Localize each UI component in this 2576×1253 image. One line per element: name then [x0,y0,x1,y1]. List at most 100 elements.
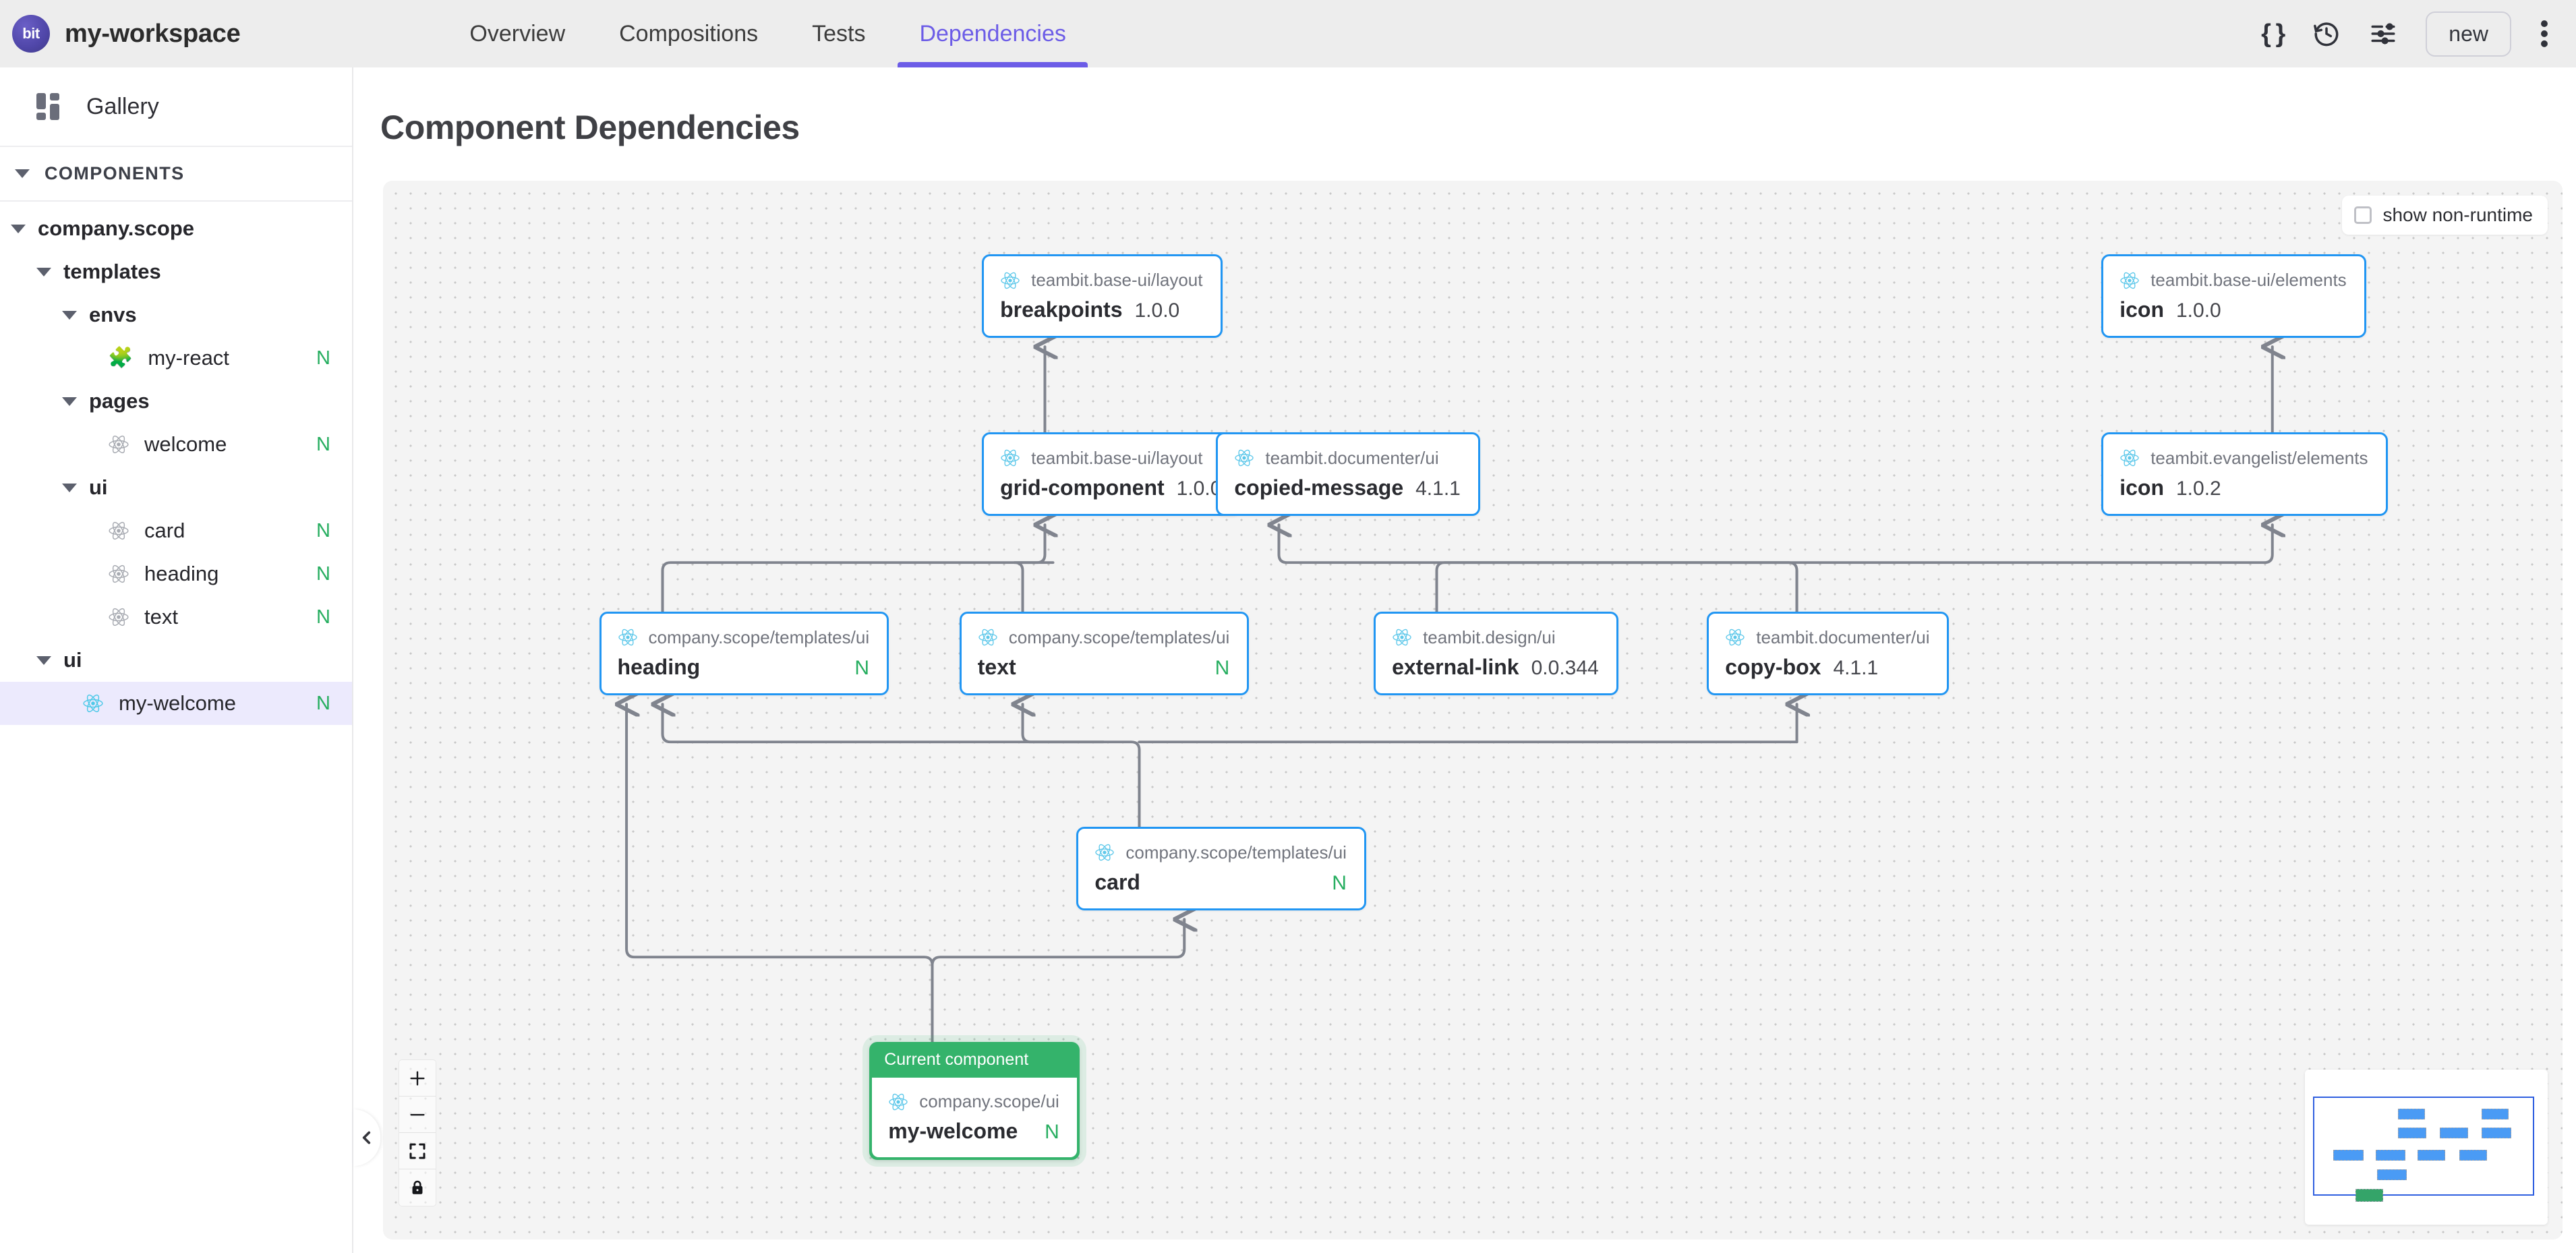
node-name: heading [618,655,701,680]
react-icon [1725,627,1745,647]
node-scope: teambit.design/ui [1423,627,1556,648]
node-scope: teambit.evangelist/elements [2150,448,2368,469]
status-badge: N [316,434,330,456]
node-name: icon [2119,475,2164,500]
graph-node-grid-component[interactable]: teambit.base-ui/layoutgrid-component1.0.… [982,432,1241,516]
sidebar-item-ui[interactable]: ui [0,466,352,509]
graph-node-copied-message[interactable]: teambit.documenter/uicopied-message4.1.1 [1216,432,1480,516]
tab-compositions[interactable]: Compositions [592,0,785,67]
puzzle-icon: 🧩 [108,348,133,368]
node-header: Current component [869,1042,1080,1078]
minimap-node [2482,1128,2511,1138]
node-version: 4.1.1 [1833,657,1878,680]
new-button[interactable]: new [2426,11,2511,57]
react-icon [2119,448,2140,468]
code-braces-glyph: { } [2261,20,2284,49]
graph-node-my-welcome[interactable]: Current componentcompany.scope/uimy-welc… [869,1042,1080,1160]
sidebar-item-ui[interactable]: ui [0,639,352,682]
main-content: Component Dependencies teambit.base-ui/l… [353,67,2576,1253]
sidebar: Gallery COMPONENTS company.scope template… [0,67,353,1253]
sidebar-item-label: welcome [144,432,227,457]
sidebar-item-label: heading [144,562,218,586]
sidebar-item-gallery[interactable]: Gallery [0,67,352,147]
show-non-runtime-toggle[interactable]: show non-runtime [2342,196,2548,235]
graph-node-card[interactable]: company.scope/templates/uicardN [1076,827,1366,910]
kebab-menu-icon[interactable] [2540,20,2549,48]
sidebar-item-welcome[interactable]: welcome N [0,423,352,466]
components-section-header[interactable]: COMPONENTS [0,147,352,202]
tab-overview[interactable]: Overview [442,0,592,67]
sidebar-item-heading[interactable]: headingN [0,552,352,595]
graph-minimap[interactable] [2305,1070,2548,1225]
react-icon [1392,627,1412,647]
minimap-node [2333,1150,2364,1161]
node-scope: teambit.base-ui/elements [2150,270,2346,291]
fit-view-button[interactable] [399,1133,436,1169]
node-scope: teambit.base-ui/layout [1031,270,1202,291]
minimap-node [2355,1189,2383,1202]
graph-node-external-link[interactable]: teambit.design/uiexternal-link0.0.344 [1374,612,1618,695]
react-icon [108,434,129,455]
graph-node-icon100[interactable]: teambit.base-ui/elementsicon1.0.0 [2101,254,2366,338]
chevron-down-icon[interactable] [11,225,26,233]
minimap-node [2440,1128,2468,1138]
react-icon [978,627,998,647]
sidebar-item-my-welcome[interactable]: my-welcomeN [0,682,352,725]
sidebar-item-pages[interactable]: pages [0,380,352,423]
sidebar-item-envs[interactable]: envs [0,293,352,337]
graph-node-breakpoints[interactable]: teambit.base-ui/layoutbreakpoints1.0.0 [982,254,1222,338]
history-clock-icon[interactable] [2312,20,2341,48]
node-version: 1.0.0 [1135,299,1180,322]
sidebar-item-label: templates [63,260,161,284]
graph-node-copy-box[interactable]: teambit.documenter/uicopy-box4.1.1 [1707,612,1949,695]
node-scope: company.scope/templates/ui [1009,627,1230,648]
sidebar-item-card[interactable]: cardN [0,509,352,552]
chevron-down-icon[interactable] [62,311,77,320]
workspace-name: my-workspace [65,20,240,49]
puzzle-icon: 🧩 [108,348,133,368]
react-icon [108,520,129,542]
node-scope: teambit.documenter/ui [1265,448,1438,469]
node-version: 4.1.1 [1415,477,1461,500]
tab-label: Tests [812,21,865,47]
tab-label: Overview [469,21,565,47]
node-name: my-welcome [888,1119,1018,1144]
sidebar-item-text[interactable]: textN [0,595,352,639]
chevron-down-icon [15,169,30,178]
graph-node-icon102[interactable]: teambit.evangelist/elementsicon1.0.2 [2101,432,2387,516]
graph-node-heading[interactable]: company.scope/templates/uiheadingN [599,612,889,695]
lock-icon [408,1178,427,1197]
sidebar-item-templates[interactable]: templates [0,250,352,293]
minimap-node [2377,1169,2407,1180]
react-icon [108,606,129,628]
node-version: 1.0.0 [2176,299,2221,322]
react-icon [1000,448,1020,468]
graph-edge [626,704,932,1042]
graph-node-text[interactable]: company.scope/templates/uitextN [960,612,1250,695]
graph-edge [1022,704,1139,827]
zoom-out-button[interactable] [399,1097,436,1133]
react-icon [108,563,129,585]
chevron-down-icon[interactable] [62,397,77,406]
sidebar-item-label: my-react [148,346,229,370]
show-non-runtime-label: show non-runtime [2382,204,2533,226]
react-icon [108,434,129,455]
plus-icon [407,1068,428,1088]
react-icon [1094,842,1115,863]
workspace-brand[interactable]: bit my-workspace [12,15,240,53]
chevron-down-icon[interactable] [62,484,77,492]
tab-dependencies[interactable]: Dependencies [892,0,1092,67]
code-braces-icon[interactable]: { } [2261,20,2284,49]
tab-tests[interactable]: Tests [785,0,892,67]
zoom-in-button[interactable] [399,1060,436,1097]
show-non-runtime-checkbox[interactable] [2354,206,2372,224]
main-tabs: Overview Compositions Tests Dependencies [442,0,1092,67]
lock-toggle-button[interactable] [399,1169,436,1206]
sliders-settings-icon[interactable] [2369,20,2397,48]
sidebar-item-company-scope[interactable]: company.scope [0,207,352,250]
chevron-down-icon[interactable] [36,268,51,276]
dependency-graph-canvas[interactable]: teambit.base-ui/layoutbreakpoints1.0.0te… [383,181,2563,1240]
sidebar-item-my-react[interactable]: 🧩my-reactN [0,337,352,380]
chevron-down-icon[interactable] [36,656,51,665]
sidebar-item-label: envs [89,303,137,327]
